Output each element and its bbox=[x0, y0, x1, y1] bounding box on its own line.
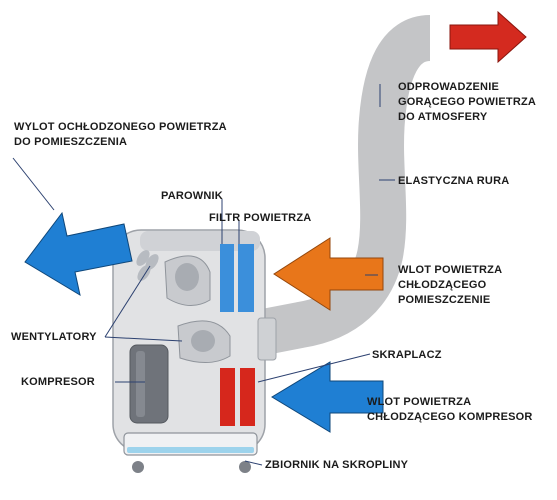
wheel-left bbox=[132, 461, 144, 473]
cooled-air-outlet-arrow bbox=[24, 211, 133, 297]
condensate-tank-label: ZBIORNIK NA SKROPLINY bbox=[265, 459, 409, 471]
condenser-label: SKRAPLACZ bbox=[372, 349, 442, 361]
air-filter bbox=[238, 244, 254, 312]
air-filter-label: FILTR POWIETRZA bbox=[209, 212, 312, 224]
compressor-highlight bbox=[136, 351, 145, 417]
compressor-air-inlet-label: WLOT POWIETRZA CHŁODZĄCEGO KOMPRESOR bbox=[367, 396, 533, 423]
evaporator-fins bbox=[220, 244, 234, 312]
lower-fan bbox=[177, 320, 231, 363]
condensate-tank-water bbox=[127, 447, 254, 453]
condenser-coil-1 bbox=[220, 368, 235, 426]
upper-fan-blades bbox=[136, 250, 159, 281]
compressor-air-inlet-arrow bbox=[271, 361, 384, 433]
upper-fan bbox=[164, 255, 211, 306]
flexible-hose-label: ELASTYCZNA RURA bbox=[398, 175, 510, 187]
hose-connector bbox=[257, 317, 277, 361]
leader-lines bbox=[12, 84, 395, 466]
compressor-unit bbox=[129, 344, 169, 424]
evaporator-label: PAROWNIK bbox=[161, 190, 223, 202]
hot-air-exhaust-label: ODPROWADZENIE GORĄCEGO POWIETRZA DO ATMO… bbox=[398, 81, 537, 123]
condenser-coil-2 bbox=[240, 368, 255, 426]
fans-label: WENTYLATORY bbox=[11, 331, 97, 343]
room-air-inlet-label: WLOT POWIETRZA CHŁODZĄCEGO POMIESZCZENIE bbox=[398, 264, 503, 306]
wheel-right bbox=[239, 461, 251, 473]
cooled-air-outlet-label: WYLOT OCHŁODZONEGO POWIETRZA DO POMIESZC… bbox=[14, 121, 227, 148]
compressor-label: KOMPRESOR bbox=[21, 376, 95, 388]
hot-exhaust-arrow bbox=[449, 10, 527, 64]
room-air-inlet-arrow bbox=[273, 237, 384, 311]
flexible-hose bbox=[259, 15, 433, 355]
